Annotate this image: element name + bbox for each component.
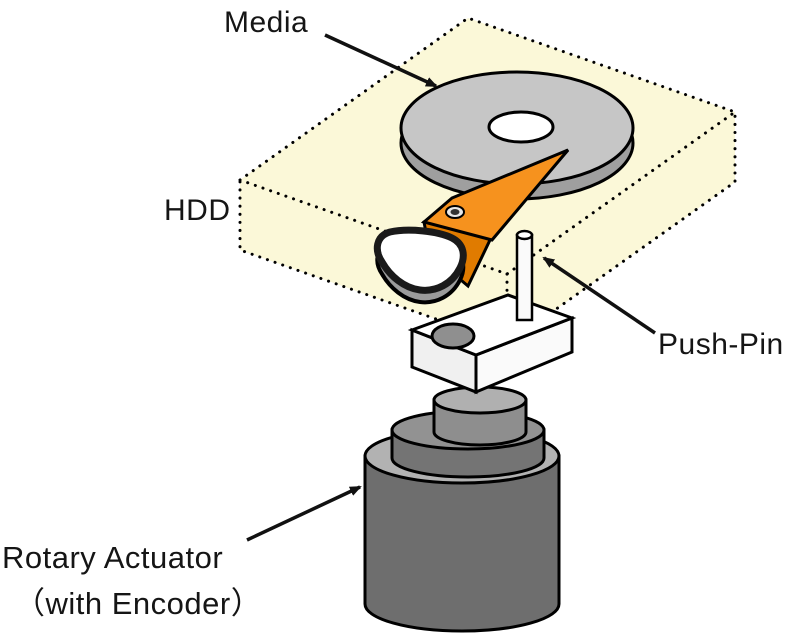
rotary-actuator-label: Rotary Actuator xyxy=(2,540,224,575)
push-pin-body xyxy=(515,233,534,322)
push-pin-arrow xyxy=(542,256,656,335)
media-arrow xyxy=(324,33,438,88)
media-label: Media xyxy=(224,6,309,39)
rotary-actuator-arrow xyxy=(246,485,362,542)
actuator-body xyxy=(363,454,561,633)
hdd-label: HDD xyxy=(164,194,231,227)
push-pin-cylinder xyxy=(515,229,534,322)
media-disk-hole xyxy=(487,110,555,144)
hdd-box-dotted-edges xyxy=(238,16,737,346)
actuator-arm xyxy=(373,148,570,305)
push-pin-top xyxy=(515,229,534,241)
rotary-actuator-sublabel: （with Encoder） xyxy=(14,586,263,621)
rotary-actuator-cylinder xyxy=(363,385,561,633)
push-pin-label: Push-Pin xyxy=(658,328,784,361)
arm-pivot-hole xyxy=(450,209,460,215)
head-pad xyxy=(373,226,467,294)
media-disk xyxy=(399,70,635,201)
mount-block-hole xyxy=(430,322,476,350)
